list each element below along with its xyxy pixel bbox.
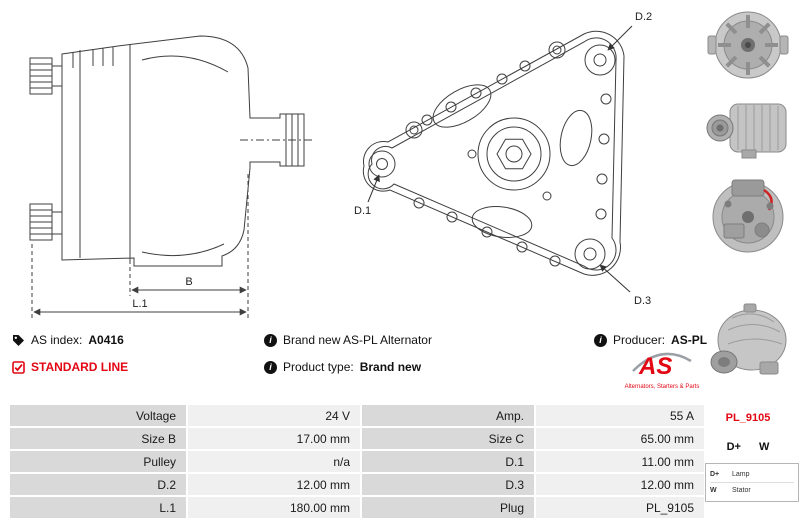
face-view-drawing: D.2 D.1 D.3 xyxy=(354,11,652,307)
spec-label-cell: D.1 xyxy=(362,451,534,472)
info-icon: i xyxy=(594,333,607,347)
legend-terminal: W xyxy=(710,487,717,494)
as-pl-logo-mark: AS xyxy=(632,352,692,380)
product-photo-rear-view[interactable] xyxy=(704,172,792,258)
product-type-value: Brand new xyxy=(359,360,422,374)
terminal-markings: D+ W xyxy=(704,441,792,453)
spec-label-cell: Amp. xyxy=(362,405,534,426)
legend-desc: Lamp xyxy=(732,471,750,478)
spec-value-cell: 11.00 mm xyxy=(536,451,704,472)
as-index-label: AS index: xyxy=(31,333,83,347)
tag-icon xyxy=(13,334,24,346)
checkbox-checked-icon xyxy=(12,360,25,374)
standard-line-badge: STANDARD LINE xyxy=(12,359,128,375)
side-view-drawing: B L.1 xyxy=(29,35,314,318)
terminal-block-bottom xyxy=(29,203,62,241)
product-type-line: i Product type: Brand new xyxy=(264,359,421,375)
logo-text: AS xyxy=(638,353,672,378)
producer-line: i Producer: AS-PL xyxy=(594,332,707,348)
legend-terminal: D+ xyxy=(710,471,720,478)
spec-value-cell: 17.00 mm xyxy=(188,428,360,449)
as-index-value: A0416 xyxy=(88,333,124,347)
spec-value-cell: 55 A xyxy=(536,405,704,426)
spec-label-cell: L.1 xyxy=(10,497,186,518)
spec-value-cell: 12.00 mm xyxy=(536,474,704,495)
spec-value-cell: 24 V xyxy=(188,405,360,426)
terminal-block-top xyxy=(29,57,62,95)
spec-table: Voltage 24 V Amp. 55 A Size B 17.00 mm S… xyxy=(10,405,704,518)
producer-value: AS-PL xyxy=(671,333,708,347)
terminal-dplus: D+ xyxy=(726,441,741,453)
info-icon: i xyxy=(264,360,277,374)
dim-b-label: B xyxy=(185,276,192,288)
as-index-line: AS index: A0416 xyxy=(12,332,124,348)
product-photo-side-view[interactable] xyxy=(704,92,792,164)
legend-row: W Stator xyxy=(710,482,794,498)
product-photo-front-view[interactable] xyxy=(704,6,792,84)
spec-value-cell: 65.00 mm xyxy=(536,428,704,449)
producer-label: Producer: xyxy=(613,333,666,347)
logo-tagline: Alternators, Starters & Parts xyxy=(624,384,700,390)
spec-label-cell: Pulley xyxy=(10,451,186,472)
spec-label-cell: Voltage xyxy=(10,405,186,426)
spec-label-cell: Plug xyxy=(362,497,534,518)
dim-l1-label: L.1 xyxy=(132,298,147,310)
plug-code: PL_9105 xyxy=(725,412,771,424)
spec-label-cell: Size C xyxy=(362,428,534,449)
spec-value-cell: n/a xyxy=(188,451,360,472)
legend-row: D+ Lamp xyxy=(710,467,794,482)
d3-callout-label: D.3 xyxy=(634,295,651,307)
d1-callout-label: D.1 xyxy=(354,205,371,217)
spec-value-cell: PL_9105 xyxy=(536,497,704,518)
d2-callout-label: D.2 xyxy=(635,11,652,23)
spec-label-cell: D.3 xyxy=(362,474,534,495)
info-icon: i xyxy=(264,333,277,347)
brand-new-line: i Brand new AS-PL Alternator xyxy=(264,332,432,348)
spec-label-cell: Size B xyxy=(10,428,186,449)
brand-new-text: Brand new AS-PL Alternator xyxy=(283,333,432,347)
product-type-label: Product type: xyxy=(283,360,354,374)
spec-value-cell: 12.00 mm xyxy=(188,474,360,495)
spec-value-cell: 180.00 mm xyxy=(188,497,360,518)
terminal-legend: D+ Lamp W Stator xyxy=(705,463,799,502)
spec-label-cell: D.2 xyxy=(10,474,186,495)
standard-line-label: STANDARD LINE xyxy=(31,360,129,374)
legend-desc: Stator xyxy=(732,487,751,494)
product-photo-angled-view[interactable] xyxy=(704,296,792,392)
as-pl-logo: AS Alternators, Starters & Parts xyxy=(616,350,708,391)
terminal-w: W xyxy=(758,441,770,453)
